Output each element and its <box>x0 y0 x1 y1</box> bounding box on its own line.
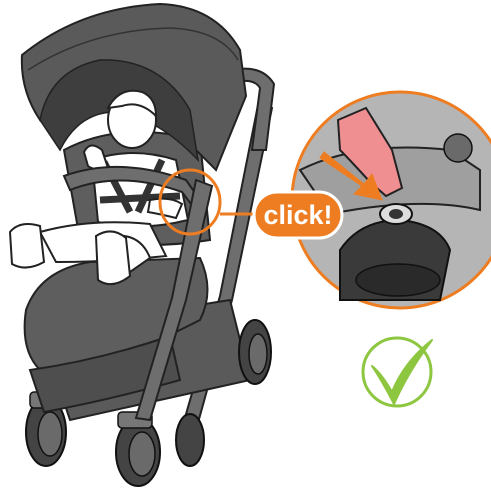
stroller-illustration <box>10 4 274 486</box>
checkmark-icon <box>363 338 432 406</box>
click-label: click! <box>263 200 332 230</box>
rear-wheel <box>239 320 271 384</box>
front-wheel-right <box>116 412 160 486</box>
click-callout: click! <box>254 192 342 238</box>
rear-wheel-back <box>176 414 204 466</box>
